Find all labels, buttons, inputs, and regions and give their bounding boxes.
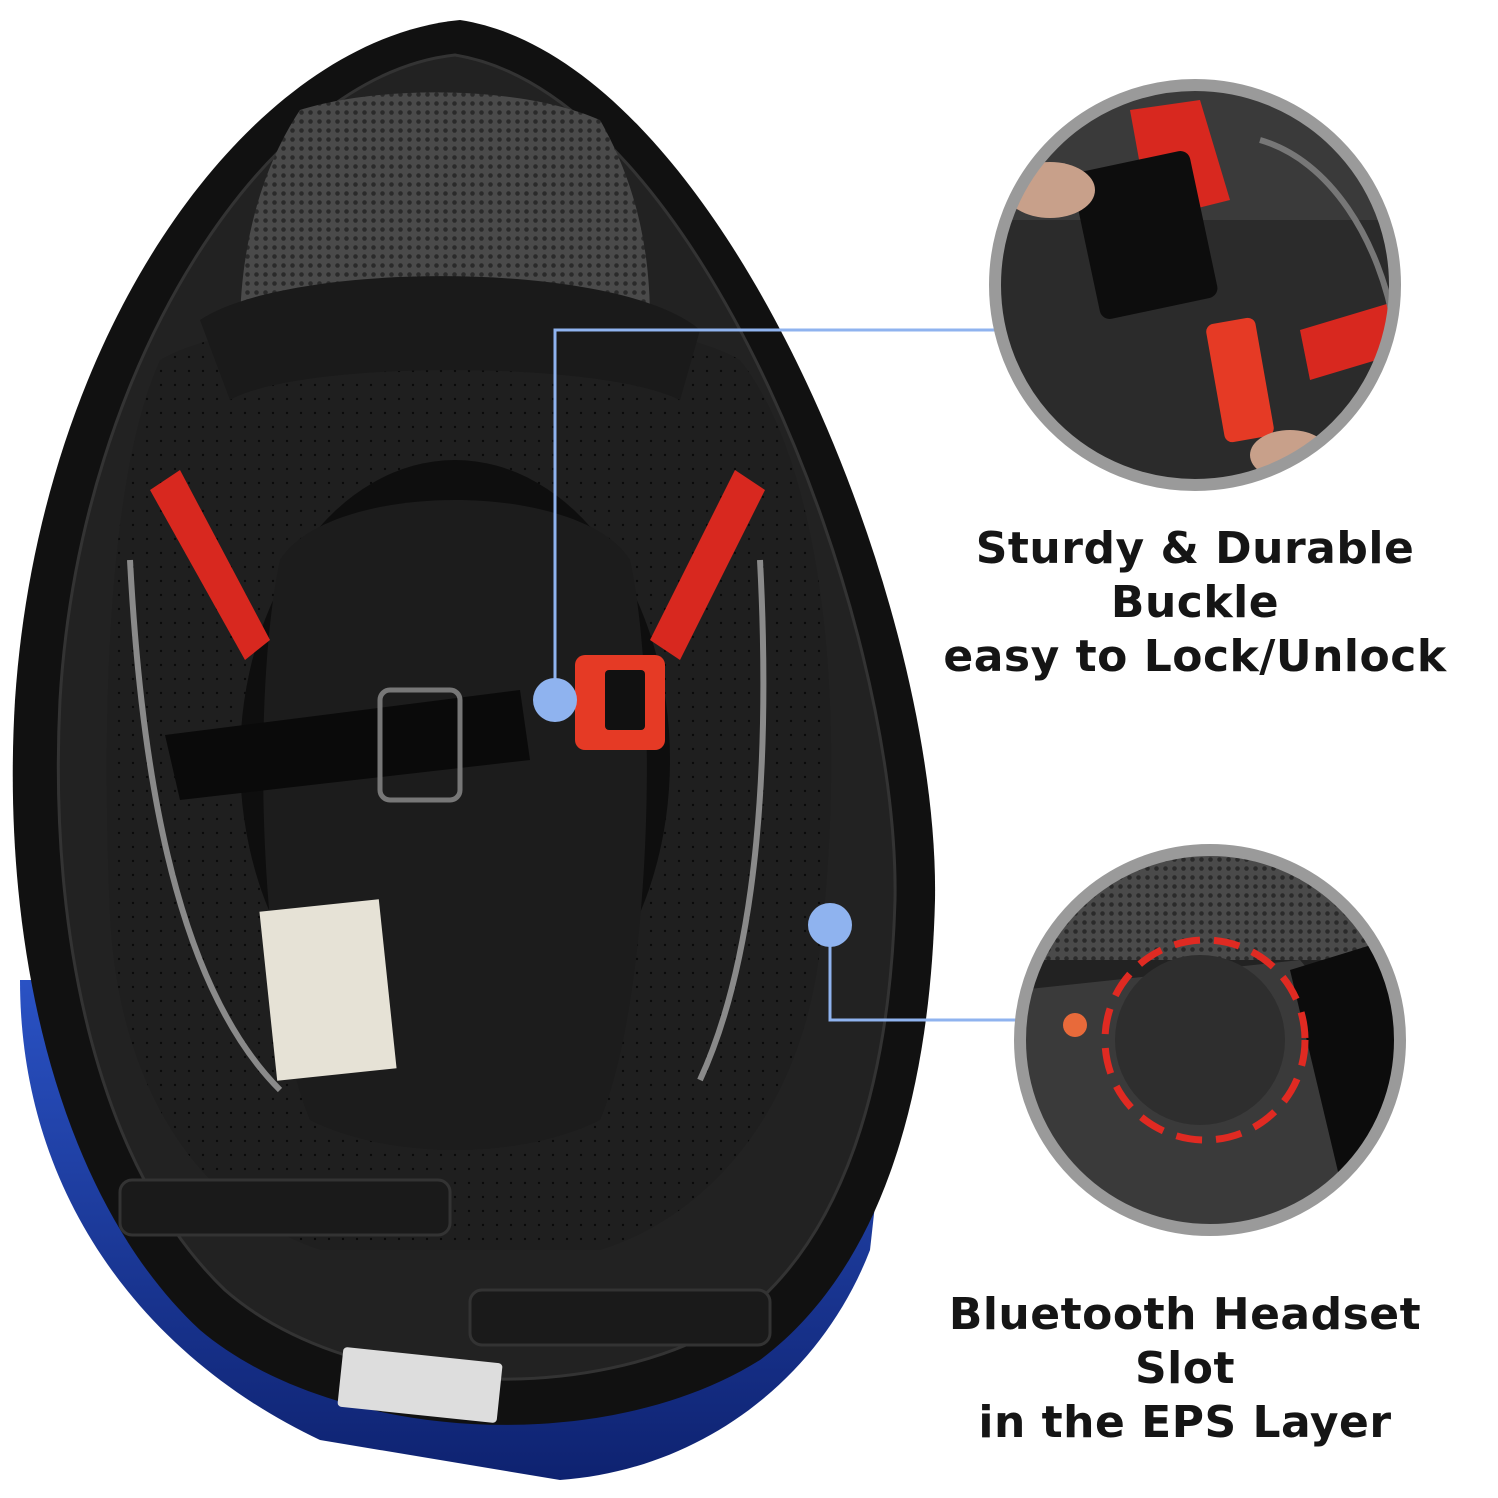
chin-label xyxy=(337,1347,503,1423)
cert-label xyxy=(259,899,397,1081)
zoom-lens-buckle xyxy=(989,79,1401,491)
callout-line-bluetooth xyxy=(828,930,1020,1022)
caption-bluetooth: Bluetooth Headset Slot in the EPS Layer xyxy=(895,1288,1475,1450)
caption-buckle-line2: easy to Lock/Unlock xyxy=(943,631,1447,682)
callout-line-buckle xyxy=(553,328,1000,700)
callout-bluetooth xyxy=(808,903,1020,1022)
callout-buckle xyxy=(533,328,1000,722)
callout-dot-bluetooth xyxy=(808,903,852,947)
lens-ring-buckle xyxy=(989,79,1401,491)
piping-right xyxy=(697,559,767,1082)
chin-strap xyxy=(165,690,530,800)
dashed-slot-highlight xyxy=(1101,936,1309,1144)
neck-roll xyxy=(200,276,700,400)
caption-bluetooth-line2: in the EPS Layer xyxy=(978,1397,1392,1448)
red-strap-left xyxy=(150,470,270,660)
lens-ring-bluetooth xyxy=(1014,844,1406,1236)
zoom-lens-bluetooth xyxy=(1014,844,1406,1236)
caption-buckle: Sturdy & Durable Buckle easy to Lock/Unl… xyxy=(895,522,1495,684)
rim-segment-right xyxy=(468,1288,772,1347)
rim-segment-left xyxy=(118,1178,452,1237)
caption-bluetooth-line1: Bluetooth Headset Slot xyxy=(948,1289,1422,1394)
buckle-tab xyxy=(605,670,645,730)
callout-dot-buckle xyxy=(533,678,577,722)
red-strap-right xyxy=(650,470,765,660)
strap-slider xyxy=(377,687,463,803)
piping-left xyxy=(127,559,283,1093)
caption-buckle-line1: Sturdy & Durable Buckle xyxy=(975,523,1415,628)
mesh-liner xyxy=(240,92,650,330)
helmet xyxy=(12,20,936,1480)
